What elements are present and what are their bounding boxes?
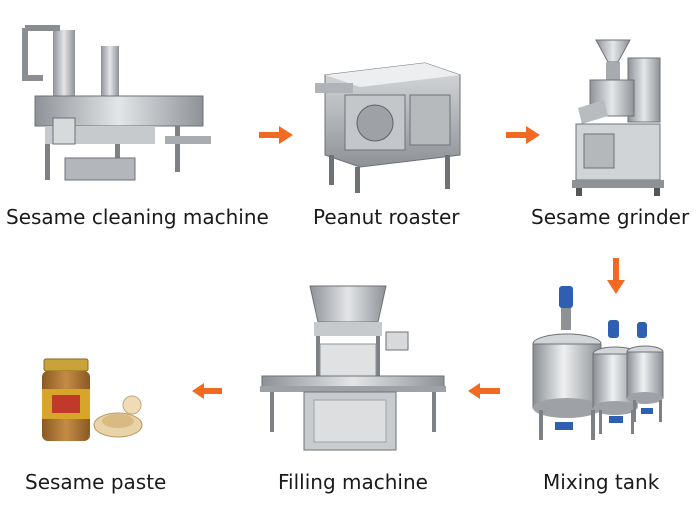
step-label-grinder: Sesame grinder <box>531 205 690 229</box>
grinder-image <box>572 39 664 196</box>
filling-machine-image <box>260 285 446 451</box>
cleaning-machine-image <box>22 25 211 181</box>
arrow-down-icon <box>607 258 625 294</box>
roaster-image <box>315 62 461 193</box>
step-label-cleaning: Sesame cleaning machine <box>6 205 269 229</box>
step-label-paste: Sesame paste <box>25 470 167 494</box>
arrow-right-icon <box>259 126 293 144</box>
mixing-tank-image <box>532 286 664 440</box>
step-label-roaster: Peanut roaster <box>313 205 460 229</box>
arrow-left-icon <box>192 383 222 399</box>
sesame-paste-jar-image <box>42 358 143 441</box>
arrow-right-icon <box>506 126 540 144</box>
step-label-mixing: Mixing tank <box>543 470 660 494</box>
arrow-left-icon <box>468 383 500 399</box>
step-label-filling: Filling machine <box>278 470 428 494</box>
